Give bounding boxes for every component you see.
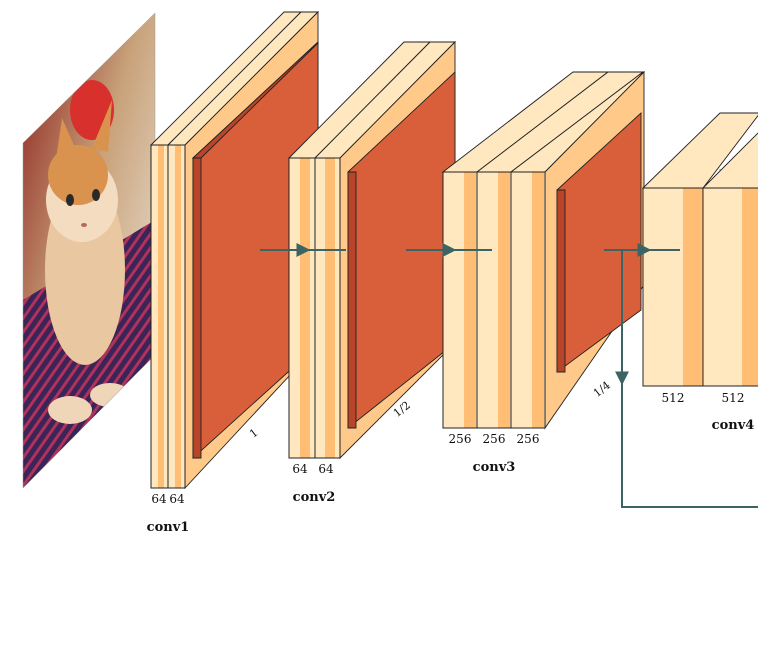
scale-label-3: 1/4 [591, 379, 613, 400]
conv2-channel-1: 64 [292, 462, 308, 476]
conv3-channel-1: 256 [449, 432, 472, 446]
conv3-channel-3: 256 [517, 432, 540, 446]
conv4-caption: conv4 [712, 418, 755, 433]
conv1-caption: conv1 [147, 520, 190, 535]
conv1-channel-2: 64 [169, 492, 185, 506]
scale-label-1: 1 [247, 426, 261, 441]
conv4-channel-2: 512 [722, 391, 745, 405]
conv3-caption: conv3 [473, 460, 516, 475]
conv3-channel-2: 256 [483, 432, 506, 446]
input-image [23, 13, 155, 488]
conv1-channel-1: 64 [151, 492, 167, 506]
skip-connection-line [621, 384, 758, 508]
conv2-channel-2: 64 [318, 462, 334, 476]
conv2-caption: conv2 [293, 490, 336, 505]
conv1-block [149, 10, 320, 490]
conv3-block [441, 70, 646, 430]
conv2-block [287, 40, 457, 460]
conv4-block [641, 112, 758, 387]
conv4-channel-1: 512 [662, 391, 685, 405]
flow-arrows [260, 243, 758, 508]
